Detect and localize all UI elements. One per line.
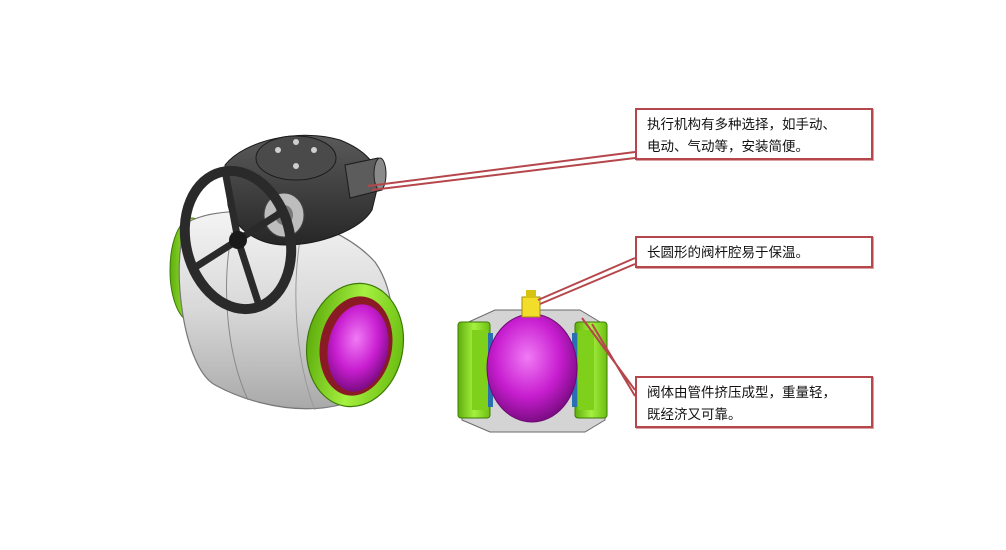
section-ball — [486, 313, 578, 423]
bolt-icon — [293, 139, 299, 145]
leader-actuator — [367, 151, 636, 191]
section-left-ring-inner — [472, 330, 488, 410]
body-seam — [226, 231, 249, 401]
bolt-icon — [293, 163, 299, 169]
callout-text: 阀体由管件挤压成型，重量轻， — [647, 385, 836, 401]
callout-text: 电动、气动等，安装简便。 — [647, 139, 809, 155]
valve-section-view — [457, 290, 608, 433]
gearbox-top-cap — [255, 135, 337, 181]
bolt-icon — [311, 147, 317, 153]
gearbox-shaft — [344, 157, 383, 199]
callout-text: 执行机构有多种选择，如手动、 — [647, 117, 836, 133]
callout-stem: 长圆形的阀杆腔易于保温。 — [635, 236, 873, 268]
stem-top — [526, 290, 536, 298]
valve-stem — [521, 296, 541, 318]
ball-through-bore — [327, 304, 389, 392]
leader-stem — [537, 257, 636, 305]
callout-body: 阀体由管件挤压成型，重量轻， 既经济又可靠。 — [635, 376, 873, 428]
section-right-ring-inner — [578, 330, 594, 410]
callout-text: 长圆形的阀杆腔易于保温。 — [647, 245, 809, 261]
callout-actuator: 执行机构有多种选择，如手动、 电动、气动等，安装简便。 — [635, 108, 873, 160]
callout-text: 既经济又可靠。 — [647, 407, 742, 423]
leader-body — [581, 317, 636, 397]
valve-3d-view — [169, 134, 405, 411]
leader-lines — [367, 151, 636, 397]
bolt-icon — [275, 147, 281, 153]
body-seam — [295, 239, 316, 411]
handwheel — [179, 165, 297, 315]
